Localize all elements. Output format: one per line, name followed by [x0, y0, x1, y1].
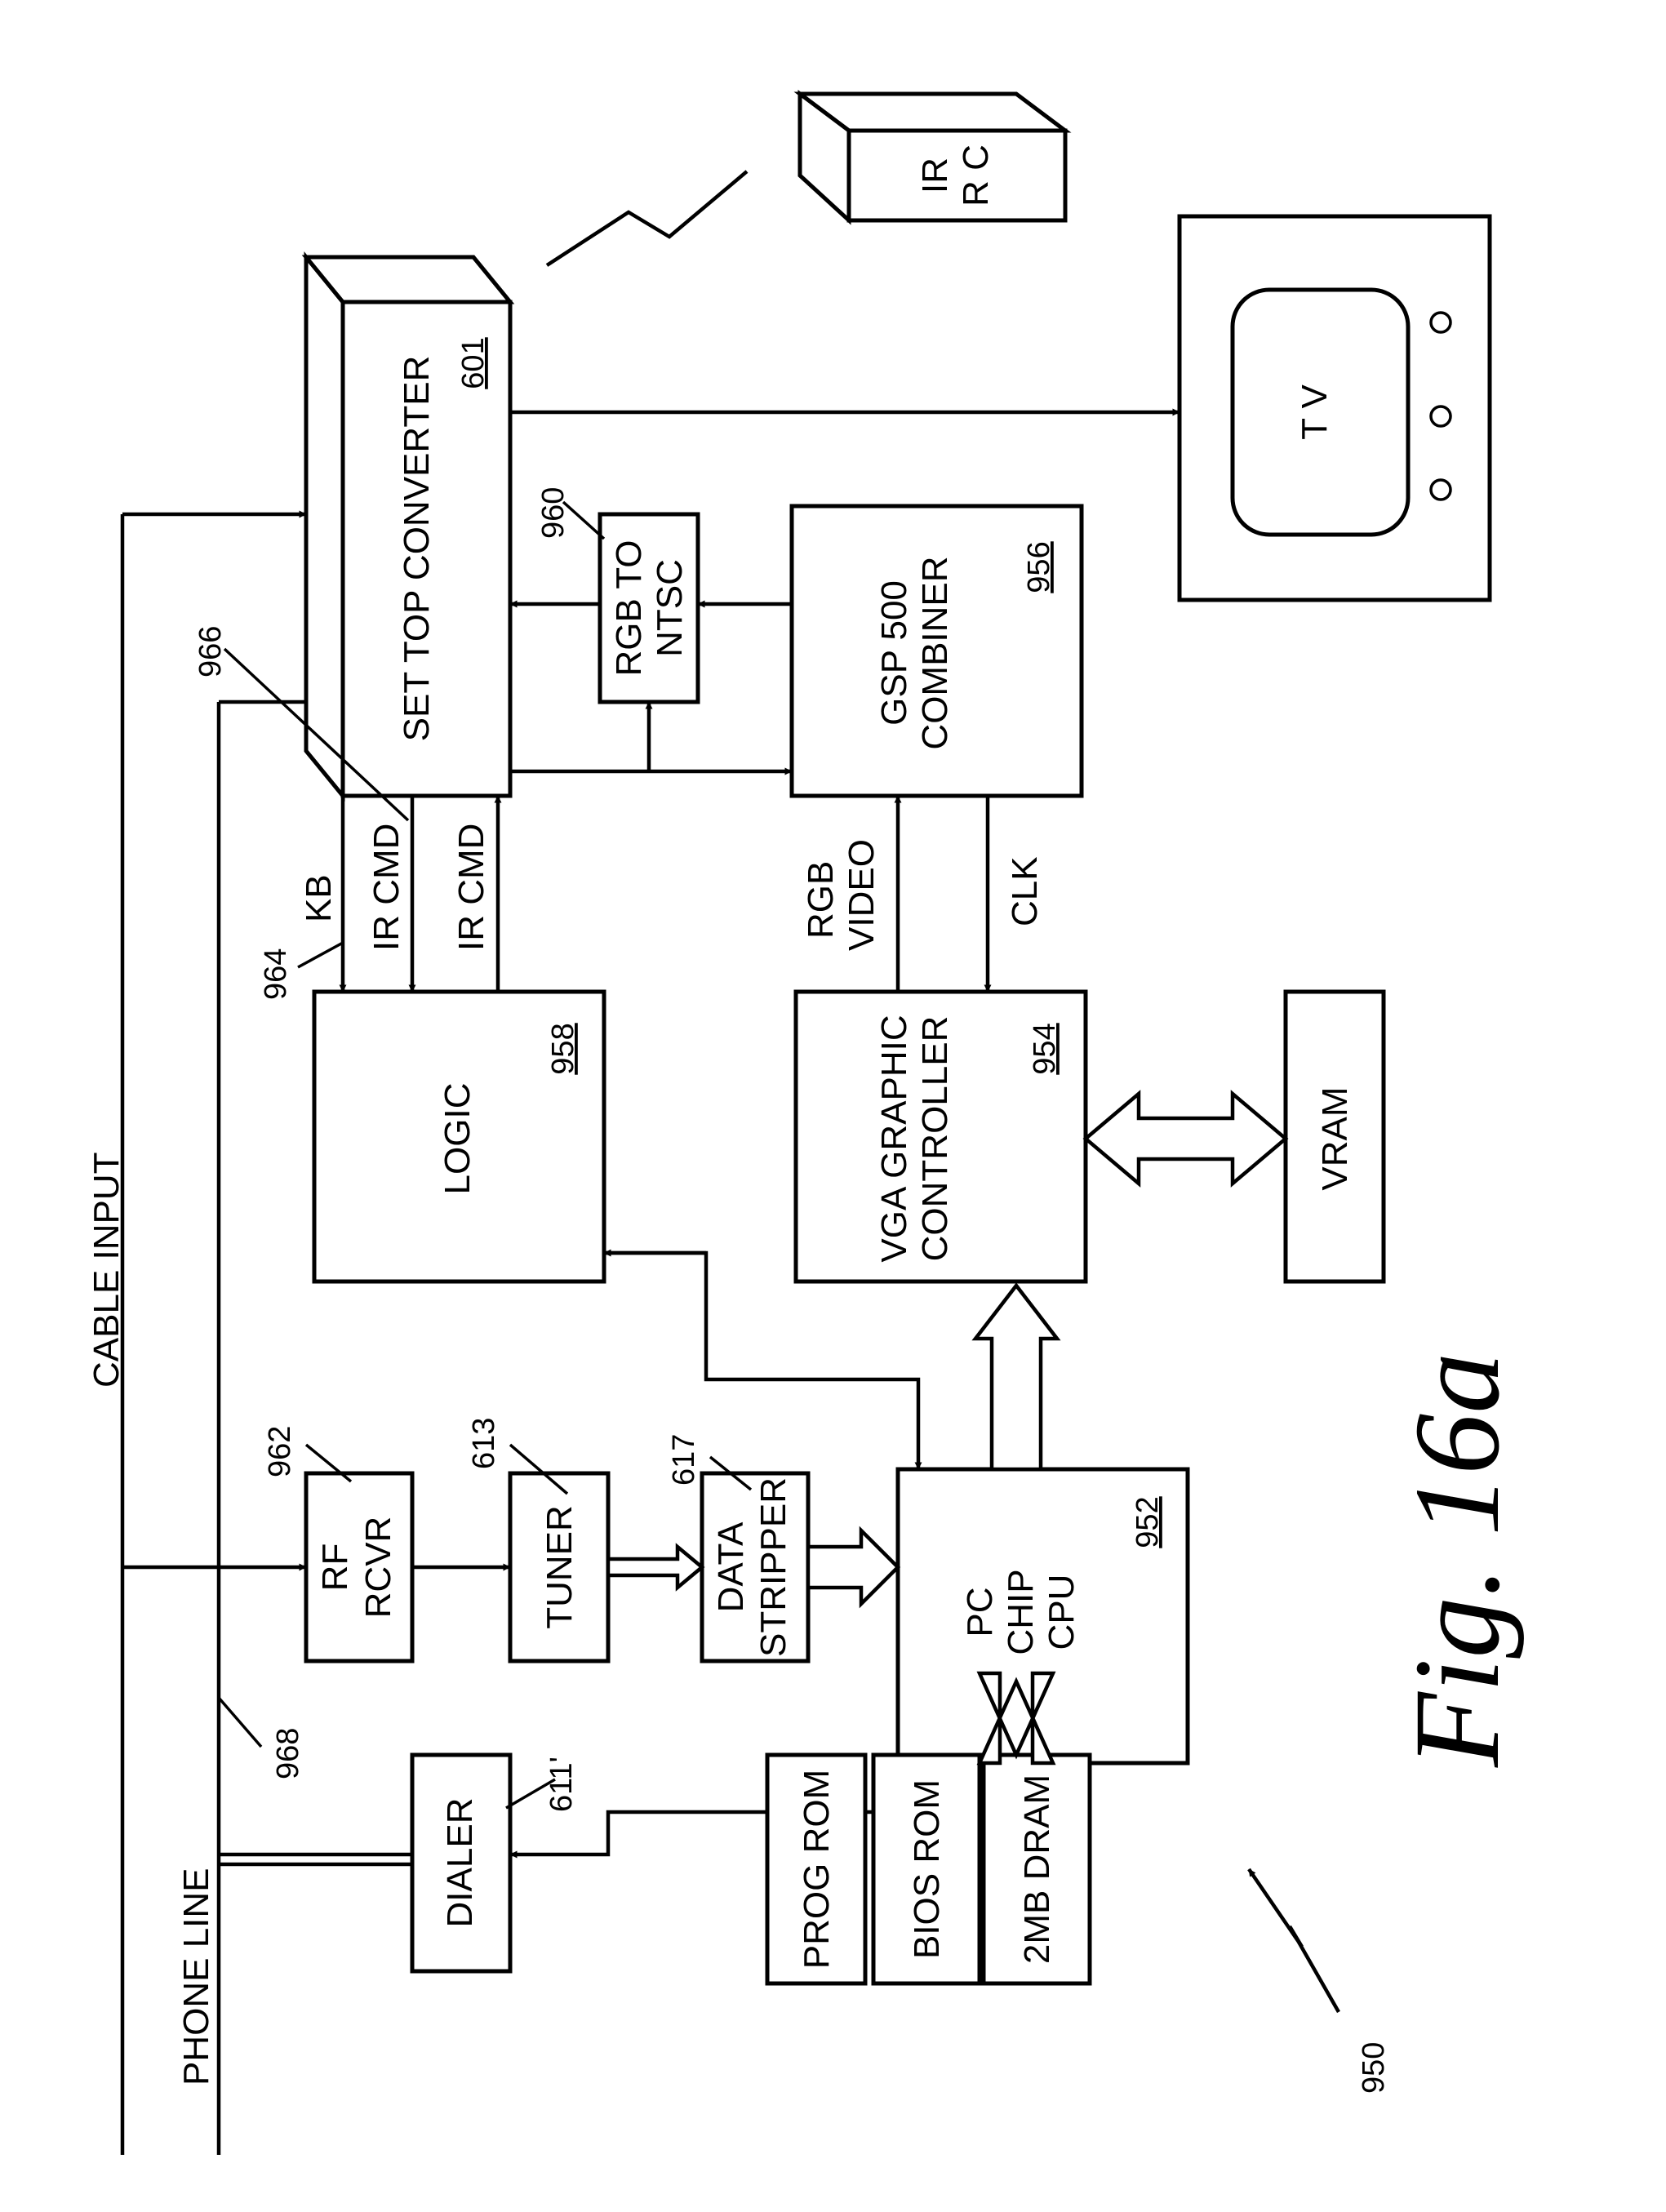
data-stripper-label-1: DATA: [711, 1521, 751, 1612]
figure-label: Fig. 16a: [1389, 1353, 1525, 1768]
ir-signal-zigzag: [547, 171, 747, 265]
ir-remote-block: [800, 94, 1065, 220]
vga-vram-bus: [1086, 1094, 1286, 1184]
logic-label: LOGIC: [438, 1083, 478, 1195]
tuner-label: TUNER: [540, 1505, 580, 1629]
ref-968: 968: [271, 1728, 305, 1779]
ir-cmd-in-label: IR CMD: [367, 824, 407, 951]
vga-controller-label-2: CONTROLLER: [915, 1016, 955, 1262]
cpu-label-1: PC: [960, 1587, 1000, 1637]
tv-label: T V: [1295, 384, 1335, 440]
cpu-to-vga-bus: [975, 1286, 1057, 1469]
tuner-to-stripper-bus: [608, 1547, 702, 1588]
dialer-label: DIALER: [440, 1798, 480, 1928]
kb-label: KB: [299, 874, 339, 922]
set-top-converter-label: SET TOP CONVERTER: [397, 356, 437, 742]
ref-611: 611': [544, 1757, 579, 1812]
stripper-to-cpu-bus: [808, 1530, 898, 1604]
set-top-converter-ref: 601: [456, 337, 491, 389]
gsp-combiner-ref: 956: [1022, 541, 1056, 593]
ref-964-leader: [298, 943, 343, 967]
data-stripper-label-2: STRIPPER: [753, 1477, 793, 1657]
logic-ref: 958: [546, 1023, 580, 1074]
clk-label: CLK: [1005, 856, 1045, 926]
ir-remote-label-1: IR: [915, 158, 955, 193]
rgb-to-ntsc-label-2: NTSC: [650, 559, 690, 657]
bios-rom-label: BIOS ROM: [907, 1779, 947, 1959]
prog-rom-label: PROG ROM: [797, 1770, 837, 1969]
ref-617: 617: [667, 1434, 701, 1486]
logic-cpu-link: [604, 1253, 918, 1469]
cpu-label-2: CHIP: [1001, 1569, 1041, 1655]
ref-964: 964: [259, 948, 293, 1000]
rf-rcvr-label-1: RF: [315, 1544, 355, 1592]
rf-rcvr-label-2: RCVR: [358, 1517, 398, 1619]
ref-960: 960: [536, 487, 571, 539]
vga-controller-ref: 954: [1028, 1023, 1062, 1074]
ref-950: 950: [1357, 2042, 1391, 2094]
ref-962: 962: [263, 1426, 297, 1477]
ref-966: 966: [193, 626, 228, 677]
dram-label: 2MB DRAM: [1017, 1774, 1057, 1964]
phone-line-label: PHONE LINE: [176, 1868, 216, 2085]
gsp-combiner-label-2: COMBINER: [915, 556, 955, 749]
ref-968-leader: [219, 1698, 261, 1747]
rgb-label: RGB: [801, 861, 841, 939]
cpu-ref: 952: [1131, 1496, 1165, 1548]
video-label: VIDEO: [842, 839, 882, 951]
gsp-combiner-label-1: GSP 500: [874, 580, 914, 726]
ref-613: 613: [467, 1418, 501, 1469]
cpu-label-3: CPU: [1042, 1575, 1082, 1650]
ir-cmd-out-label: IR CMD: [451, 824, 491, 951]
rgb-to-ntsc-label-1: RGB TO: [609, 540, 649, 676]
vga-controller-label-1: VGA GRAPHIC: [874, 1015, 914, 1262]
tv-block: [1180, 216, 1490, 600]
ir-remote-label-2: R C: [956, 144, 996, 207]
ref-950-arrow: [1249, 1869, 1339, 2012]
cable-input-label: CABLE INPUT: [87, 1152, 127, 1388]
vram-label: VRAM: [1315, 1086, 1355, 1190]
